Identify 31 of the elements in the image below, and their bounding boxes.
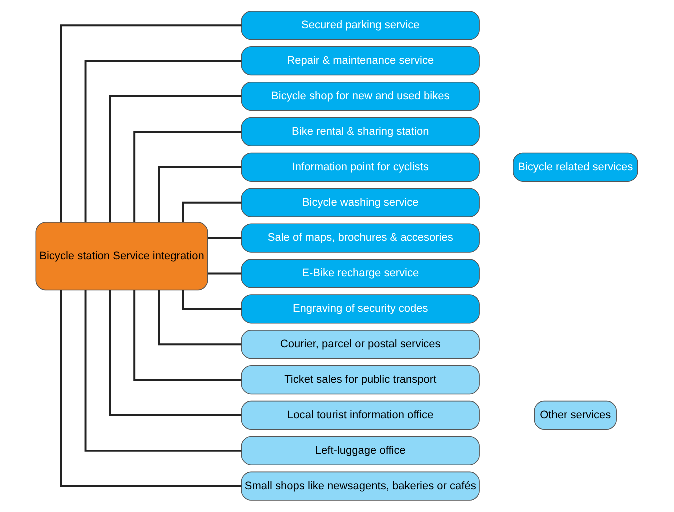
node-box: Small shops like newsagents, bakeries or cafés — [241, 472, 480, 501]
node-box: Bicycle shop for new and used bikes — [241, 82, 480, 112]
node-box: Courier, parcel or postal services — [241, 330, 480, 360]
node-box: Bicycle washing service — [241, 188, 480, 218]
connector — [134, 290, 242, 382]
node-box: Engraving of security codes — [241, 294, 480, 324]
node-box: Ticket sales for public transport — [241, 365, 480, 395]
connector — [208, 237, 242, 240]
connector — [158, 290, 242, 346]
connector — [109, 96, 242, 222]
node-box: Other services — [534, 400, 617, 430]
connector — [109, 290, 242, 416]
connector — [182, 202, 242, 222]
node-box: Left-luggage office — [241, 436, 480, 466]
connector — [208, 272, 242, 275]
node-box: Bicycle related services — [513, 152, 638, 182]
node-box: E-Bike recharge service — [241, 259, 480, 288]
node-box: Information point for cyclists — [241, 152, 480, 182]
connector — [84, 290, 242, 452]
node-box: Repair & maintenance service — [241, 46, 480, 76]
node-box: Bicycle station Service integration — [36, 222, 208, 291]
connector — [84, 60, 242, 222]
node-box: Local tourist information office — [241, 400, 480, 430]
connector — [60, 24, 242, 222]
node-box: Bike rental & sharing station — [241, 117, 480, 147]
node-box: Sale of maps, brochures & accesories — [241, 224, 480, 253]
connector — [158, 166, 242, 222]
connector — [60, 290, 242, 488]
node-box: Secured parking service — [241, 11, 480, 40]
connector — [134, 130, 242, 222]
connector — [182, 290, 242, 310]
